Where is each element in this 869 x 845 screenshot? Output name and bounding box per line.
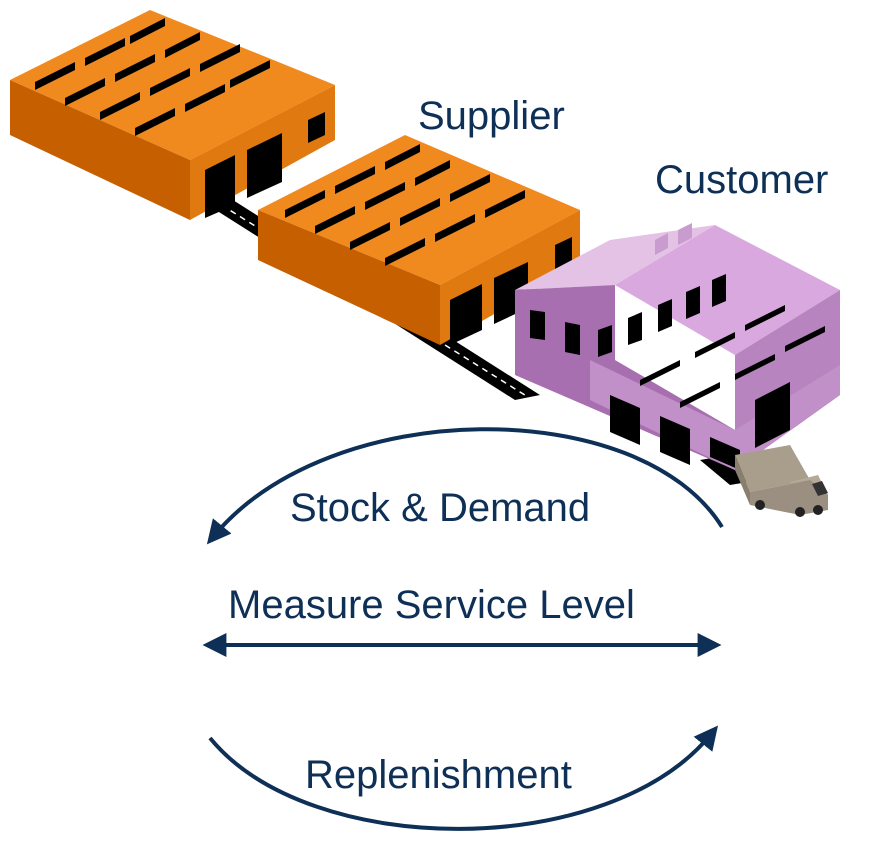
replenishment-label: Replenishment (305, 753, 572, 797)
supplier-label: Supplier (418, 94, 565, 138)
customer-label: Customer (655, 158, 829, 202)
stock-demand-arrow (206, 427, 724, 545)
measure-service-level-label: Measure Service Level (228, 583, 635, 627)
customer-building-icon (515, 223, 840, 470)
truck-icon (735, 445, 828, 517)
replenishment-arrow (208, 725, 719, 831)
stock-demand-label: Stock & Demand (290, 486, 591, 530)
warehouse-icon (258, 135, 580, 345)
warehouse-icon (10, 10, 335, 220)
